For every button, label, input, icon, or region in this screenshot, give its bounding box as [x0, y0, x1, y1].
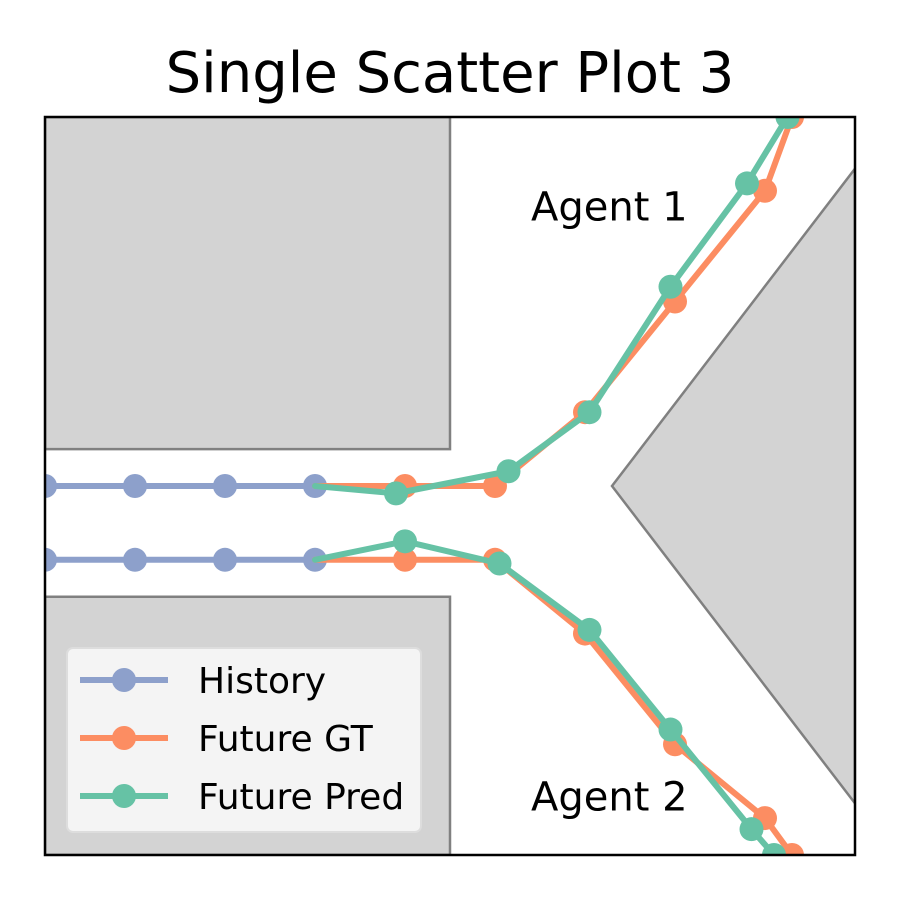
future_pred-point — [487, 551, 512, 576]
legend-label: Future GT — [198, 719, 374, 760]
history-series-1 — [45, 474, 327, 498]
future_pred-point — [658, 717, 683, 742]
future_pred-series-6 — [312, 529, 786, 855]
history-point — [123, 474, 147, 498]
legend-label: Future Pred — [198, 777, 404, 818]
legend-box — [66, 647, 422, 833]
annotations: Agent 1 Agent 2 — [531, 184, 688, 820]
future_pred-point — [496, 459, 521, 484]
future_pred-series-5 — [312, 117, 800, 506]
agent-label-1: Agent 1 — [531, 184, 688, 230]
future_pred-point — [739, 817, 764, 842]
history-point — [213, 547, 237, 572]
history-point — [45, 547, 57, 572]
agent-label-2: Agent 2 — [531, 775, 688, 821]
legend-label: History — [198, 661, 326, 702]
future_gt-point — [780, 843, 804, 855]
obstacle-top-left-building — [45, 117, 452, 451]
future_pred-point — [384, 481, 408, 506]
chart-title: Single Scatter Plot 3 — [166, 41, 735, 106]
legend-marker — [112, 668, 136, 692]
future_pred-point — [577, 617, 602, 642]
obstacle-right-wedge — [610, 166, 855, 806]
history-series-2 — [45, 547, 327, 572]
history-point — [123, 547, 147, 572]
future_gt-point — [393, 547, 417, 572]
future_pred-point — [577, 400, 602, 425]
future_pred-point — [393, 529, 417, 554]
legend-marker — [112, 784, 136, 808]
plot-frame — [43, 115, 857, 857]
future_pred-point — [735, 171, 759, 196]
future_pred-point — [658, 274, 683, 299]
legend-entry-history: History — [80, 661, 326, 702]
legend-marker — [112, 726, 136, 750]
future_pred-point — [762, 843, 786, 855]
future_pred-point — [775, 117, 800, 129]
legend-entry-future_gt: Future GT — [80, 719, 374, 760]
history-point — [45, 474, 57, 498]
history-point — [213, 474, 237, 498]
legend-entry-future_pred: Future Pred — [80, 777, 404, 818]
future_gt-point — [753, 178, 777, 203]
